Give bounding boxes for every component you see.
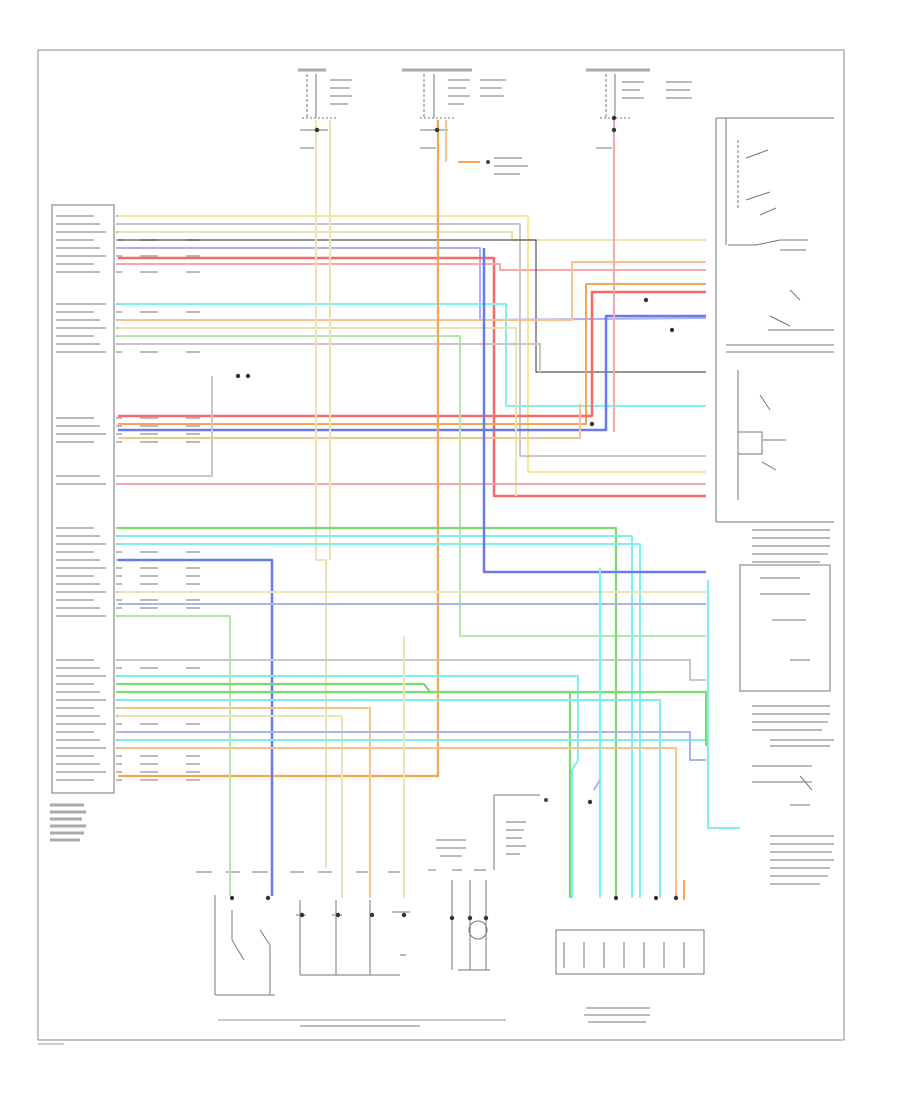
splice-point <box>235 373 241 379</box>
splice-point <box>401 912 407 918</box>
main-module-caption <box>50 803 86 842</box>
wire-cyan-4 <box>118 675 579 898</box>
top-fuse-1 <box>298 68 352 149</box>
ground-device-bottom <box>428 839 490 971</box>
wire-blue-3 <box>482 248 706 574</box>
wire-orange-2 <box>118 283 706 425</box>
wire-red-2 <box>118 290 706 418</box>
splice-point <box>229 895 235 901</box>
main-module <box>50 204 200 842</box>
splice-point <box>613 895 619 901</box>
wire-cyan-3 <box>118 543 641 898</box>
wire-red-1 <box>118 256 706 498</box>
wire-lt-green-2 <box>118 615 231 896</box>
ground-callout-top <box>458 157 528 175</box>
splice-point <box>589 421 595 427</box>
wire-blue-2 <box>118 558 274 896</box>
splice-point <box>434 127 440 133</box>
right-component-1 <box>739 529 831 731</box>
wire-gray-1 <box>118 223 706 457</box>
splice-point <box>245 373 251 379</box>
main-module-pin-labels <box>56 215 200 781</box>
wire-orange-1 <box>118 261 706 321</box>
splice-group <box>229 115 679 921</box>
wire-cyan-8 <box>707 580 740 829</box>
wire-blue-1 <box>118 314 706 432</box>
rear-switch <box>196 871 506 1027</box>
splice-point <box>611 127 617 133</box>
splice-point <box>314 127 320 133</box>
wire-tan-4 <box>118 715 343 898</box>
wire-orange-3 <box>118 404 581 439</box>
wire-lt-blue-4 <box>593 779 601 791</box>
wire-cyan-5 <box>118 699 661 898</box>
wire-cyan-2 <box>118 535 633 898</box>
fuse-bottom-middle <box>493 794 548 870</box>
top-fuse-2 <box>402 68 506 149</box>
splice-point <box>335 912 341 918</box>
splice-point <box>673 895 679 901</box>
diagram-frame <box>37 49 845 1041</box>
splice-point <box>643 297 649 303</box>
main-module-box <box>51 204 115 794</box>
rear-connector <box>555 929 705 1023</box>
wire-lt-blue-3 <box>118 731 706 761</box>
wire-tan-2 <box>118 327 517 496</box>
splice-point <box>587 799 593 805</box>
splice-point <box>449 915 455 921</box>
wire-orange-5 <box>118 747 677 898</box>
splice-point <box>669 327 675 333</box>
splice-point <box>653 895 659 901</box>
wire-orange-4 <box>118 707 371 898</box>
wire-green-4 <box>118 690 708 746</box>
splice-point <box>299 912 305 918</box>
wire-green-1 <box>118 335 706 637</box>
splice-point <box>467 915 473 921</box>
wire-green-2 <box>118 526 618 898</box>
right-component-2 <box>752 739 834 885</box>
wire-dark-1 <box>118 239 706 373</box>
splice-point <box>265 895 271 901</box>
splice-point <box>483 915 489 921</box>
wire-pink-1 <box>118 263 706 271</box>
relay-block <box>715 117 834 523</box>
wire-gray-2 <box>118 343 541 372</box>
wire-tan-1 <box>118 231 706 241</box>
wire-tan-top-1 <box>315 120 327 868</box>
splice-point <box>611 115 617 121</box>
top-fuse-3 <box>586 68 692 149</box>
wire-orange-top <box>118 120 440 778</box>
wire-group <box>118 120 740 900</box>
splice-point <box>369 912 375 918</box>
wire-gray-3 <box>118 376 213 477</box>
